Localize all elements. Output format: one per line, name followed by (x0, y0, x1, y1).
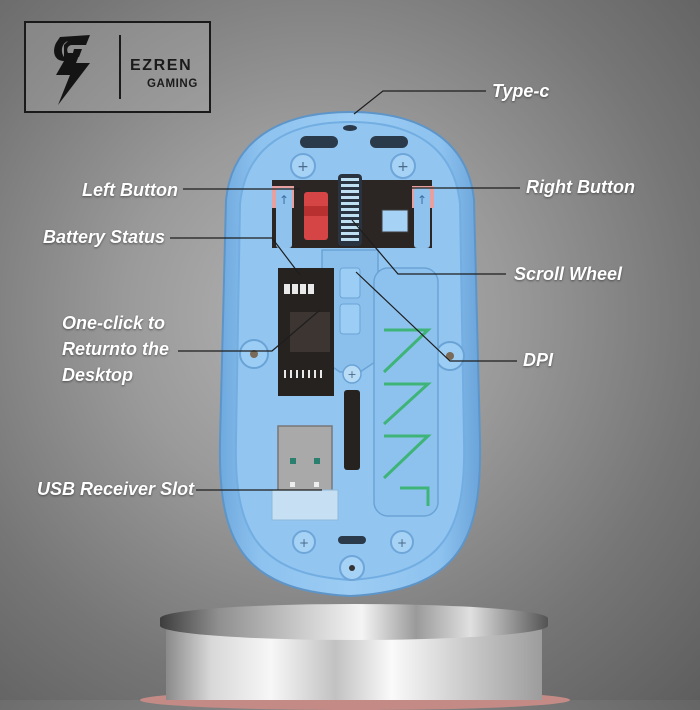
label-right-button: Right Button (526, 177, 635, 197)
dpi-button (339, 267, 361, 299)
svg-text:+: + (397, 536, 407, 550)
battery (373, 267, 439, 517)
label-left-button: Left Button (82, 180, 178, 200)
svg-text:+: + (297, 159, 309, 175)
brand-logo: EZREN GAMING (24, 21, 211, 113)
svg-text:+: + (397, 159, 409, 175)
brand-name: EZREN (130, 57, 193, 74)
screw-icon (292, 530, 316, 554)
lightning-bolt-logo-icon (54, 35, 90, 105)
label-usb-receiver-slot: USB Receiver Slot (37, 479, 195, 499)
leader-lines (170, 90, 520, 491)
desktop-button (339, 303, 361, 335)
usb-receiver (277, 425, 333, 493)
label-type-c: Type-c (492, 81, 550, 101)
brand-tagline: GAMING (147, 78, 198, 90)
logo-divider (119, 35, 121, 99)
right-switch (381, 209, 409, 233)
label-scroll-wheel: Scroll Wheel (514, 264, 623, 284)
svg-text:↑: ↑ (279, 193, 289, 207)
screw-icon (290, 153, 316, 179)
svg-text:+: + (299, 536, 309, 550)
svg-text:+: + (347, 368, 356, 381)
podium-top (160, 604, 548, 640)
svg-text:↑: ↑ (417, 193, 427, 207)
label-battery-status: Battery Status (43, 227, 166, 247)
label-dpi: DPI (523, 350, 554, 370)
screw-icon (390, 530, 414, 554)
screw-icon (390, 153, 416, 179)
label-one-click-desktop: One-click to Returnto the Desktop (62, 313, 169, 385)
